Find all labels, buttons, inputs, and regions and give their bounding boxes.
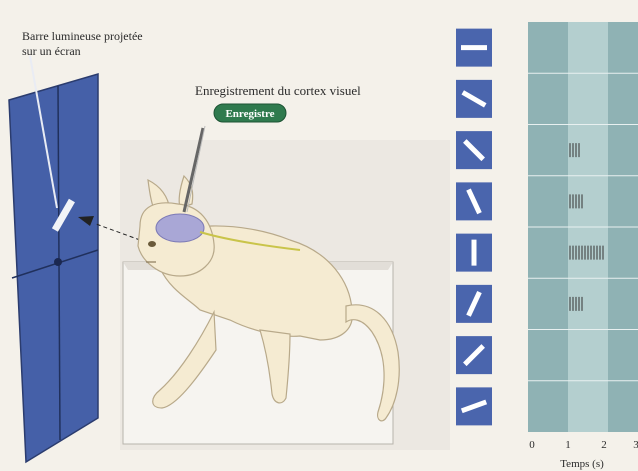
axis-tick-3: 3 [633,439,638,451]
axis-tick-1: 1 [565,439,571,451]
stimulus-tile [456,285,492,323]
visual-cortex-brain [156,214,204,242]
bar-caption-line2: sur un écran [22,44,81,58]
stimulus-bar [472,240,477,266]
stimulus-tile [456,387,492,425]
stimulus-tile [456,336,492,374]
stimulus-tile [456,80,492,118]
record-badge-label: Enregistre [225,108,274,120]
stimulus-tile [456,29,492,67]
cortex-recording-title: Enregistrement du cortex visuel [195,83,361,98]
axis-tick-0: 0 [529,439,535,451]
bar-caption-line1: Barre lumineuse projetée [22,29,143,43]
spike-raster-panel [528,22,638,432]
stimulus-tile [456,131,492,169]
stimulus-bar [461,45,487,50]
record-badge: Enregistre [214,104,286,122]
stimulus-tile [456,234,492,272]
stimulus-tile [456,182,492,220]
time-axis-label: Temps (s) [560,458,604,470]
axis-tick-2: 2 [601,439,607,451]
